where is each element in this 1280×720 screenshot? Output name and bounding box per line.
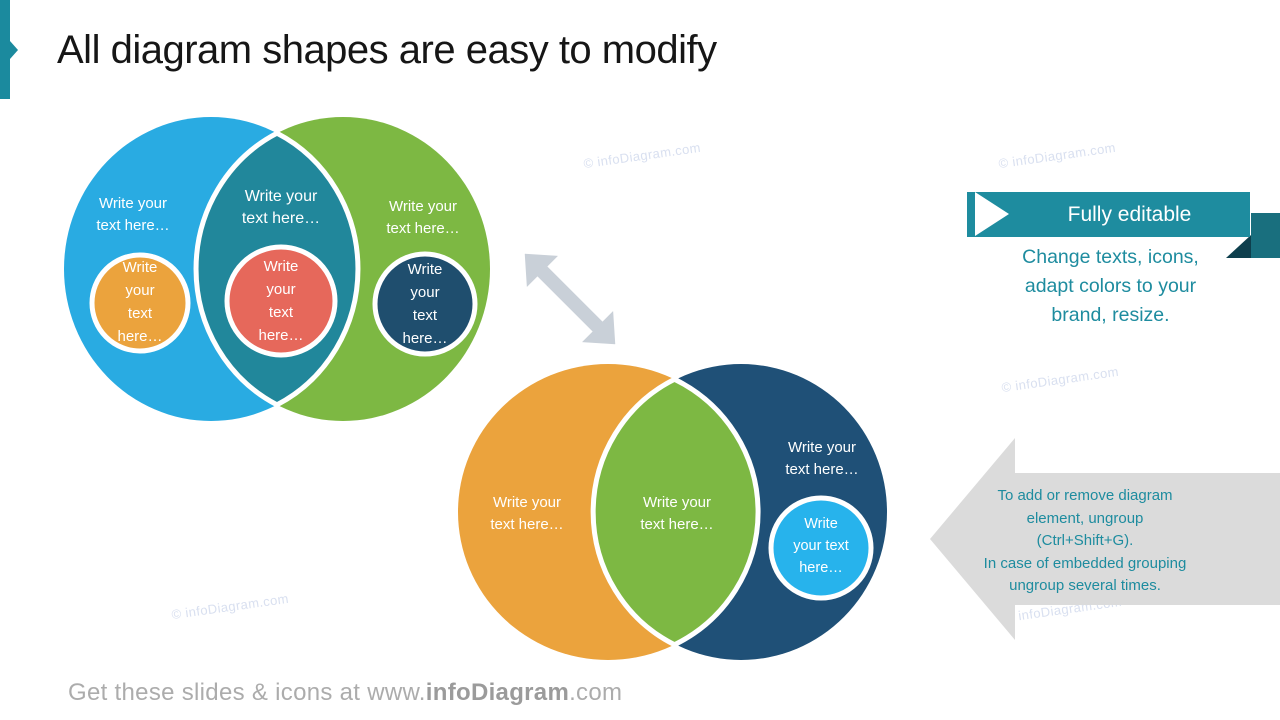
accent-arrow-icon — [10, 41, 18, 59]
footer-brand-link[interactable]: infoDiagram — [425, 679, 570, 706]
venn2-intersection-lens — [590, 376, 761, 648]
note-text: To add or remove diagram element, ungrou… — [983, 487, 1187, 594]
venn-diagram-2 — [458, 364, 887, 660]
venn1-small-circle-navy — [372, 251, 478, 357]
venn2-small-circle-cyan — [768, 495, 874, 601]
venn1-small-circle-red — [224, 244, 338, 358]
ribbon-fold-shadow — [1226, 235, 1251, 258]
venn1-left-label: Write your text here… — [96, 195, 170, 234]
venn1-small-right-label: Write your text here… — [402, 261, 448, 347]
footer-suffix: .com — [569, 679, 623, 706]
watermark: © infoDiagram.com — [1000, 363, 1120, 396]
accent-bar — [0, 0, 10, 99]
ribbon-fold — [1251, 213, 1280, 258]
page-title: All diagram shapes are easy to modify — [57, 28, 717, 72]
venn1-right-label: Write your text here… — [386, 198, 460, 237]
footer: Get these slides & icons at www.infoDiag… — [68, 679, 622, 707]
ribbon-notch — [975, 192, 1009, 236]
venn1-small-circle-orange — [89, 252, 191, 354]
fully-editable-ribbon: Fully editable — [967, 192, 1250, 237]
venn-diagram-1 — [64, 117, 490, 421]
venn2-middle-label: Write your text here… — [640, 494, 714, 533]
watermark: © infoDiagram.com — [582, 139, 702, 172]
venn2-right-label: Write your text here… — [785, 439, 859, 478]
ribbon-caption: Change texts, icons, adapt colors to you… — [1022, 246, 1199, 326]
venn2-left-label: Write your text here… — [490, 494, 564, 533]
watermark: © infoDiagram.com — [170, 590, 290, 623]
venn1-middle-label: Write your text here… — [241, 188, 321, 227]
venn1-small-left-label: Write your text here… — [117, 259, 163, 345]
footer-prefix: Get these slides & icons at www. — [68, 679, 426, 706]
venn2-small-right-label: Write your text here… — [793, 516, 849, 576]
double-arrow-icon — [524, 253, 616, 345]
note-arrow-icon — [930, 438, 1280, 640]
venn1-small-middle-label: Write your text here… — [258, 258, 304, 344]
watermark: © infoDiagram.com — [997, 139, 1117, 172]
ribbon-title: Fully editable — [1067, 203, 1192, 226]
